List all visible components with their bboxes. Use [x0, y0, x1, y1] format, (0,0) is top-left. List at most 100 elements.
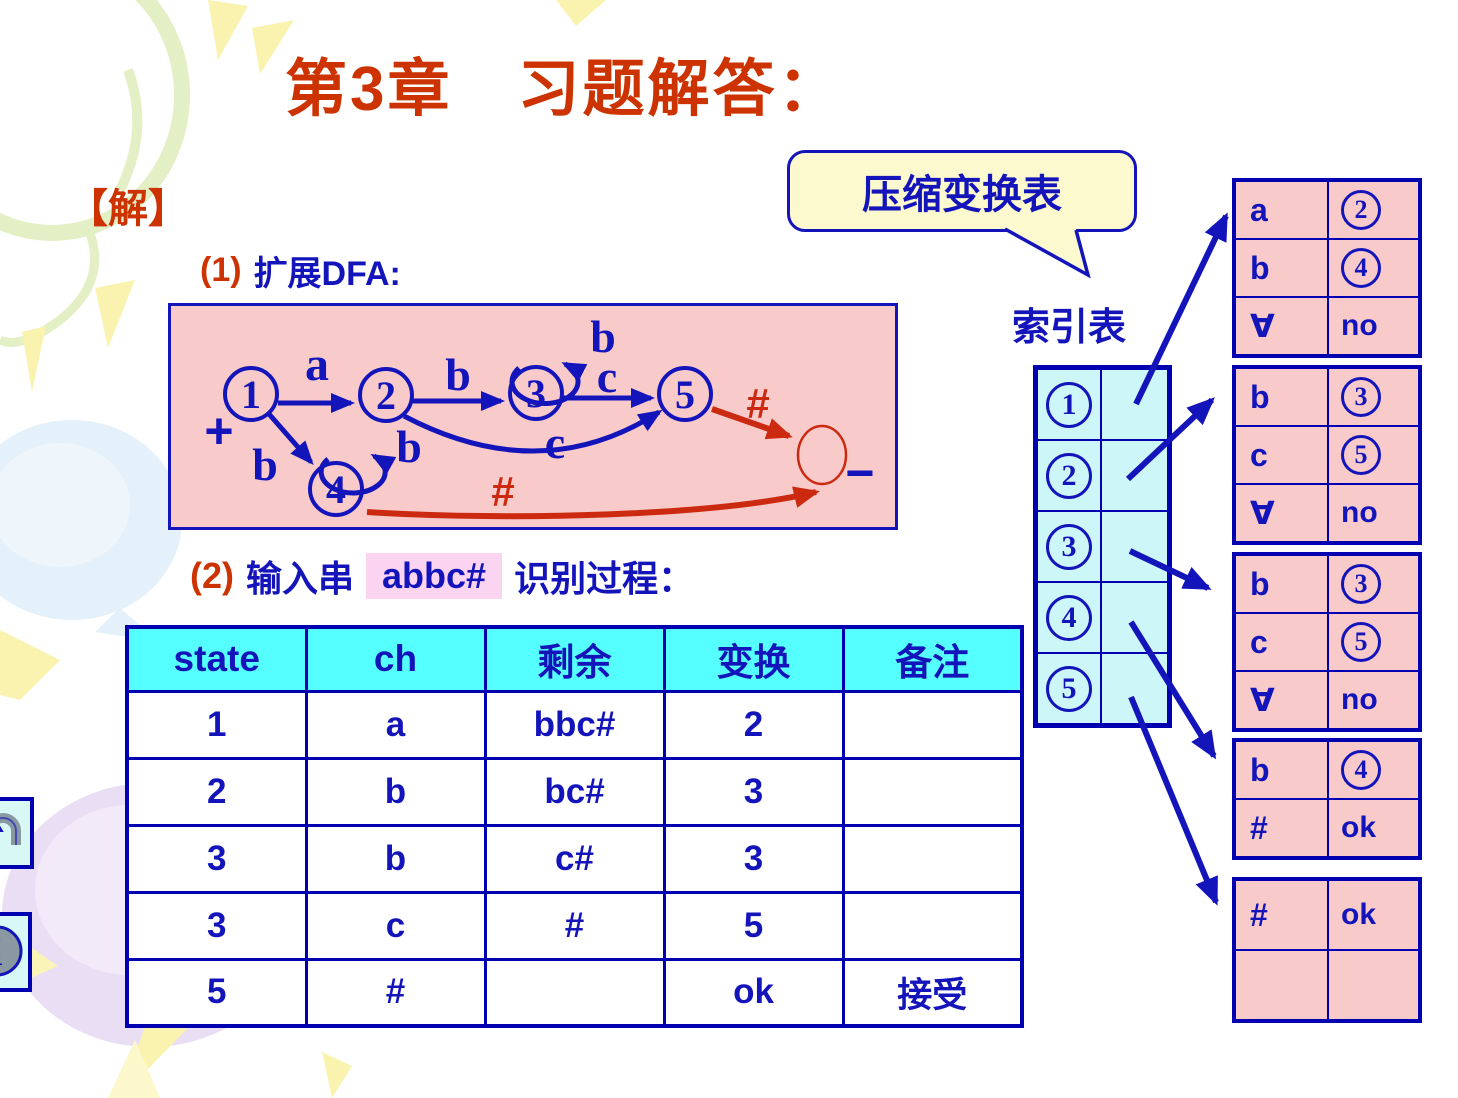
table-cell: c#: [483, 823, 666, 894]
dfa-diagram: 1 2 3 5 4 a b b c c b b # # + −: [168, 303, 898, 530]
table-cell: a: [304, 689, 487, 760]
dfa-final-state: [796, 424, 848, 486]
index-pointer-cell: [1102, 370, 1167, 439]
svg-text:i: i: [0, 929, 3, 974]
index-pointer-cell: [1102, 583, 1167, 652]
callout-label: 压缩变换表: [862, 173, 1062, 217]
index-table-title: 索引表: [1012, 307, 1127, 349]
dfa-state-1: [223, 366, 279, 422]
state-number-circle: 4: [1341, 750, 1381, 790]
solution-label: 【解】: [68, 187, 188, 231]
table-cell: 5: [125, 957, 308, 1028]
dfa-state-4-label: 4: [326, 467, 346, 512]
section-1-text: 扩展DFA:: [253, 255, 401, 293]
state-number-circle: 3: [1046, 523, 1092, 570]
state-number-circle: 3: [1341, 564, 1381, 604]
table-cell: bc#: [483, 756, 666, 827]
section-2-prefix: 输入串: [246, 558, 355, 599]
dfa-edge-label-hash: #: [746, 380, 769, 427]
state-number-circle: 4: [1341, 248, 1381, 288]
table-cell: b: [304, 756, 487, 827]
table-cell: [483, 957, 666, 1028]
index-pointer-cell: [1102, 441, 1167, 510]
blue-balloon: [0, 420, 182, 620]
table-cell: #: [304, 957, 487, 1028]
sparkle: [22, 326, 46, 392]
dfa-state-5-label: 5: [675, 372, 695, 417]
table-cell: #: [483, 890, 666, 961]
table-row: 2 b bc# 3: [125, 756, 1024, 827]
input-string-highlight: abbc#: [366, 553, 503, 599]
table-cell: 2: [125, 756, 308, 827]
sparkle: [556, 0, 606, 26]
callout-tail: [1005, 229, 1088, 275]
table-row: 5 # ok 接受: [125, 957, 1024, 1028]
table-cell: [841, 890, 1024, 961]
dfa-edge-5-final: [711, 406, 793, 440]
state-number-circle: 5: [1341, 622, 1381, 662]
column-header-note: 备注: [841, 625, 1024, 693]
sparkle: [108, 1040, 160, 1098]
index-row: 5: [1038, 652, 1167, 723]
balloon-string: [0, 226, 100, 347]
page-title: 第3章 习题解答：: [285, 55, 843, 124]
table-cell: 3: [125, 890, 308, 961]
table-cell: [841, 823, 1024, 894]
callout-compressed-transition-table: 压缩变换表: [787, 150, 1137, 232]
table-cell: c: [304, 890, 487, 961]
dfa-state-5: [657, 366, 713, 422]
section-2-heading: (2) 输入串 abbc# 识别过程：: [190, 550, 694, 602]
dfa-edge-label-hash2: #: [491, 468, 514, 515]
dfa-state-4: [308, 461, 364, 517]
sparkle: [95, 280, 135, 348]
dfa-final-marker: −: [845, 445, 874, 501]
dfa-state-3-label: 3: [526, 371, 546, 416]
index-row: 1: [1038, 370, 1167, 439]
dfa-state-3: [508, 365, 564, 421]
table-row: 3 c # 5: [125, 890, 1024, 961]
state-number-circle: 2: [1341, 190, 1381, 230]
dfa-edge-label-c2: c: [545, 417, 565, 468]
dfa-state-1-label: 1: [241, 372, 261, 417]
dfa-loop-label-b: b: [590, 311, 616, 362]
index-pointer-cell: [1102, 654, 1167, 723]
state-number-circle: 2: [1046, 452, 1092, 499]
state-number-circle: 3: [1341, 377, 1381, 417]
back-button[interactable]: [0, 797, 34, 869]
column-header-state: state: [125, 625, 308, 693]
dfa-edge-4-final: [366, 486, 820, 520]
dfa-edge-label-b2: b: [252, 439, 278, 490]
column-header-remaining: 剩余: [483, 625, 666, 693]
u-turn-up-arrow-icon: [0, 813, 21, 845]
table-cell: [841, 756, 1024, 827]
trace-header-row: state ch 剩余 变换 备注: [125, 625, 1024, 693]
dfa-edge-label-c: c: [597, 351, 617, 402]
state-number-circle: 5: [1341, 435, 1381, 475]
table-row: 3 b c# 3: [125, 823, 1024, 894]
dfa-edge-label-a: a: [305, 338, 329, 391]
table-cell: b: [304, 823, 487, 894]
section-2-number: (2): [190, 555, 234, 596]
table-cell: 1: [125, 689, 308, 760]
table-row: 1 a bbc# 2: [125, 689, 1024, 760]
info-circle-icon: i: [0, 925, 23, 977]
table-cell: ok: [662, 957, 845, 1028]
table-cell: 3: [125, 823, 308, 894]
dfa-edge-1-4: [267, 412, 314, 466]
table-cell: 5: [662, 890, 845, 961]
dfa-start-marker: +: [204, 403, 233, 459]
dfa-state-2-label: 2: [376, 373, 396, 418]
table-cell: 接受: [841, 957, 1024, 1028]
index-row: 3: [1038, 510, 1167, 581]
index-pointer-cell: [1102, 512, 1167, 581]
state-number-circle: 4: [1046, 594, 1092, 641]
column-header-ch: ch: [304, 625, 487, 693]
table-cell: 3: [662, 823, 845, 894]
info-button[interactable]: i: [0, 912, 32, 992]
section-1-heading: (1) 扩展DFA:: [200, 246, 401, 295]
